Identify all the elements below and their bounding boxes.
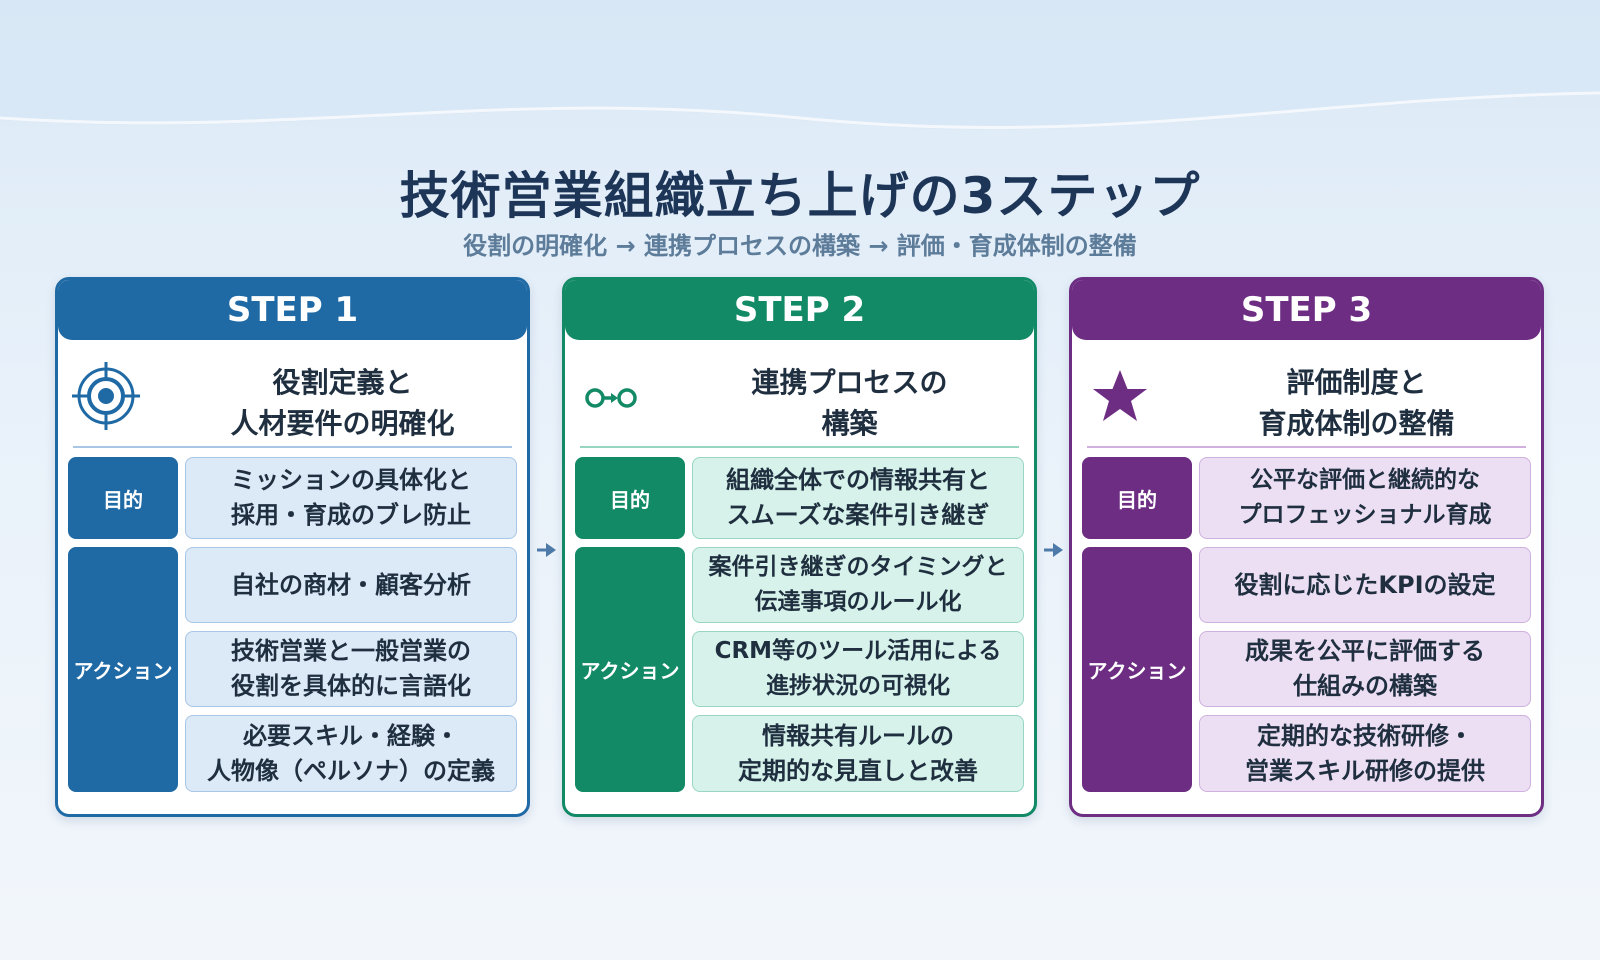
purpose-label: 目的 — [68, 457, 178, 539]
purpose-row: 目的 組織全体での情報共有と スムーズな案件引き継ぎ — [575, 457, 1024, 539]
purpose-text: ミッションの具体化と 採用・育成のブレ防止 — [185, 457, 517, 539]
background-wave — [0, 0, 1600, 130]
action-label: アクション — [1082, 547, 1192, 792]
step-2-header: STEP 2 — [565, 280, 1034, 340]
divider — [580, 446, 1019, 448]
action-item: 役割に応じたKPIの設定 — [1199, 547, 1531, 623]
target-icon — [72, 362, 140, 430]
purpose-label: 目的 — [1082, 457, 1192, 539]
step-3-card: STEP 3 評価制度と 育成体制の整備 目的 公平な評価と継続的な プロフェッ… — [1069, 277, 1544, 817]
purpose-label: 目的 — [575, 457, 685, 539]
action-item: 成果を公平に評価する 仕組みの構築 — [1199, 631, 1531, 707]
page-title: 技術営業組織立ち上げの3ステップ — [399, 167, 1201, 225]
star-icon — [1093, 370, 1147, 421]
step-3-header: STEP 3 — [1072, 280, 1541, 340]
purpose-text: 公平な評価と継続的な プロフェッショナル育成 — [1199, 457, 1531, 539]
step-1-card: STEP 1 役割定義と 人材要件の明確化 目的 ミッションの具体化と 採用・育… — [55, 277, 530, 817]
action-item: CRM等のツール活用による 進捗状況の可視化 — [692, 631, 1024, 707]
step-2-heading: 連携プロセスの 構築 — [751, 366, 948, 440]
step-1-header: STEP 1 — [58, 280, 527, 340]
purpose-row: 目的 ミッションの具体化と 採用・育成のブレ防止 — [68, 457, 517, 539]
arrow-right-icon — [1044, 543, 1063, 557]
action-item: 案件引き継ぎのタイミングと 伝達事項のルール化 — [692, 547, 1024, 623]
divider — [1087, 446, 1526, 448]
action-row: アクション 自社の商材・顧客分析 技術営業と一般営業の 役割を具体的に言語化 必… — [68, 547, 517, 792]
action-item: 自社の商材・顧客分析 — [185, 547, 517, 623]
action-item: 情報共有ルールの 定期的な見直しと改善 — [692, 715, 1024, 792]
arrow-right-icon — [537, 543, 556, 557]
action-row: アクション 案件引き継ぎのタイミングと 伝達事項のルール化 CRM等のツール活用… — [575, 547, 1024, 792]
action-label: アクション — [575, 547, 685, 792]
step-1-heading: 役割定義と 人材要件の明確化 — [230, 366, 455, 440]
step-3-heading: 評価制度と 育成体制の整備 — [1258, 366, 1455, 440]
action-item: 定期的な技術研修・ 営業スキル研修の提供 — [1199, 715, 1531, 792]
purpose-text: 組織全体での情報共有と スムーズな案件引き継ぎ — [692, 457, 1024, 539]
action-row: アクション 役割に応じたKPIの設定 成果を公平に評価する 仕組みの構築 定期的… — [1082, 547, 1531, 792]
link-icon — [585, 388, 637, 408]
action-item: 必要スキル・経験・ 人物像（ペルソナ）の定義 — [185, 715, 517, 792]
action-item: 技術営業と一般営業の 役割を具体的に言語化 — [185, 631, 517, 707]
purpose-row: 目的 公平な評価と継続的な プロフェッショナル育成 — [1082, 457, 1531, 539]
step-2-card: STEP 2 連携プロセスの 構築 目的 組織全体での情報共有と スムーズな案件… — [562, 277, 1037, 817]
divider — [73, 446, 512, 448]
action-label: アクション — [68, 547, 178, 792]
page-subtitle: 役割の明確化 → 連携プロセスの構築 → 評価・育成体制の整備 — [463, 232, 1137, 260]
